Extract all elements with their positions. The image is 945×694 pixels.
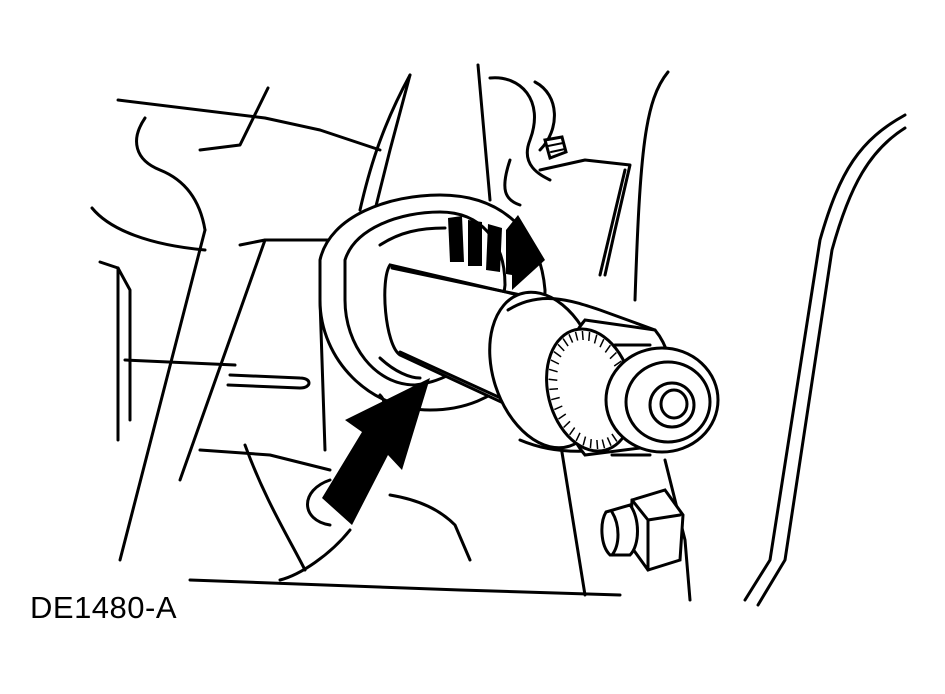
spline-tooth [611,433,618,442]
spline-tooth [558,413,567,420]
spline-tooth [568,427,576,436]
spline-tooth [553,350,562,358]
spline-tooth [601,439,606,449]
housing-outline [90,63,907,607]
spline-tooth [568,334,574,343]
spline-tooth [548,368,558,373]
spline-tooth [599,338,605,348]
spline-tooth [548,378,558,381]
spline-tooth [562,338,569,347]
spline-tooth [563,420,571,429]
spline-tooth [551,396,560,401]
spline-tooth [596,439,599,450]
spline-tooth [589,439,592,449]
spline-tooth [593,334,598,344]
spline-tooth [613,360,622,367]
spline-tooth [575,432,581,442]
spline-tooth [588,331,591,341]
solid-pointer-arrow-icon [322,378,430,525]
spline-tooth [549,388,559,391]
small-bolt-top [543,135,568,160]
spline-tooth [581,330,584,341]
shaft-end [604,343,720,457]
spline-tooth [609,351,617,360]
figure-code-label: DE1480-A [30,590,178,625]
dashed-curved-arrow-icon [448,215,545,290]
spline-tooth [604,344,612,353]
spline-tooth [574,331,579,341]
bolt-nut-lower [600,488,685,572]
spline-tooth [553,405,563,411]
spline-tooth [606,437,612,446]
spline-tooth [557,343,565,352]
spline-tooth [582,436,587,446]
spline-tooth [550,359,560,365]
